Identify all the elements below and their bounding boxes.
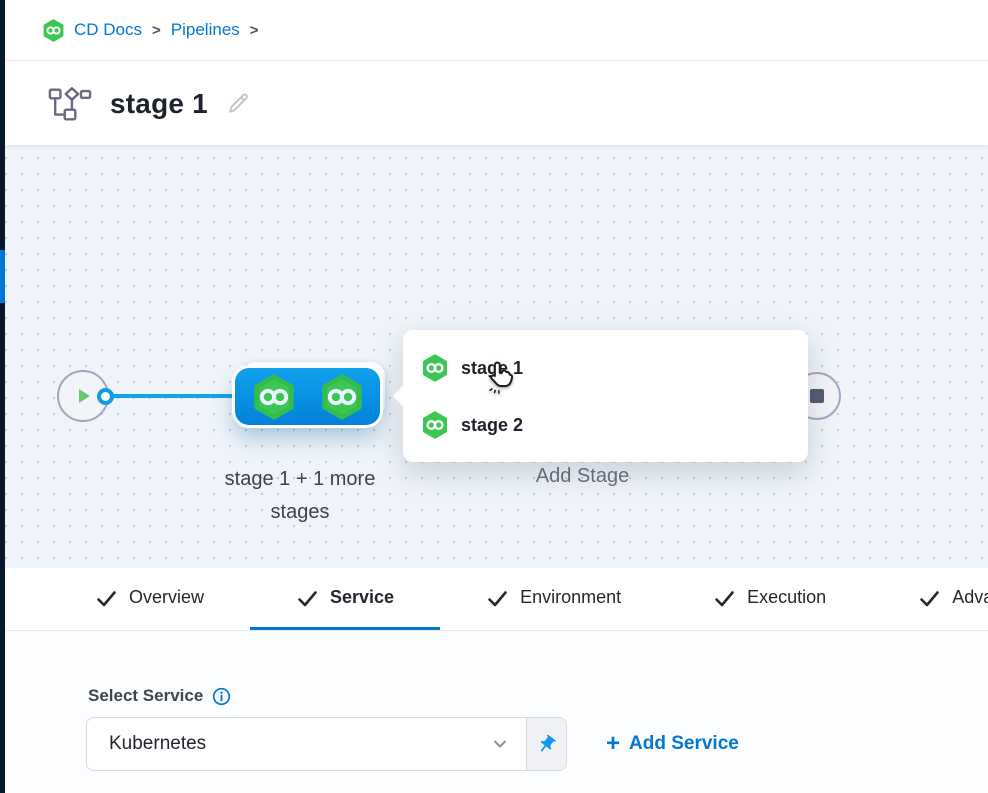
select-service-label: Select Service xyxy=(88,686,204,705)
tab-label: Environment xyxy=(520,587,622,607)
tab-execution[interactable]: Execution xyxy=(667,568,872,630)
add-service-button[interactable]: + Add Service xyxy=(606,717,739,771)
tab-label: Execution xyxy=(747,587,827,607)
check-icon xyxy=(298,590,317,606)
breadcrumb-link-project[interactable]: CD Docs xyxy=(74,20,143,39)
pipeline-title-row: stage 1 xyxy=(5,62,988,145)
pipeline-stages-icon xyxy=(48,86,92,120)
add-stage-button[interactable]: Add Stage xyxy=(535,465,630,487)
stage-tabbar: Overview Service Environment Execution A… xyxy=(5,568,988,631)
add-service-label: Add Service xyxy=(629,733,739,754)
tab-advanced[interactable]: Advanced xyxy=(872,568,988,630)
service-select-dropdown[interactable]: Kubernetes xyxy=(86,717,527,771)
nav-rail-active-indicator xyxy=(0,250,5,303)
tab-label: Advanced xyxy=(952,587,988,607)
page-title: stage 1 xyxy=(110,87,208,119)
select-service-label-row: Select Service xyxy=(88,686,231,706)
popup-item-stage-1[interactable]: stage 1 xyxy=(403,346,808,390)
edge-connector-point[interactable] xyxy=(97,388,114,405)
info-icon[interactable] xyxy=(212,687,231,706)
tab-service[interactable]: Service xyxy=(250,568,441,630)
cd-stage-icon xyxy=(422,411,448,439)
left-nav-rail[interactable] xyxy=(0,0,5,793)
edit-title-icon[interactable] xyxy=(226,91,251,116)
stage-group-label: stage 1 + 1 more stages xyxy=(224,468,376,523)
pipeline-edge xyxy=(109,394,237,398)
service-tab-panel: Select Service Kubernetes + Add Service xyxy=(5,631,988,793)
header: CD Docs > Pipelines > stage 1 xyxy=(5,0,988,145)
breadcrumb-link-pipelines[interactable]: Pipelines xyxy=(170,20,240,39)
breadcrumb-separator: > xyxy=(152,21,161,39)
chevron-down-icon xyxy=(494,740,506,748)
play-icon xyxy=(79,389,90,403)
pin-service-button[interactable] xyxy=(527,717,567,771)
popup-item-label: stage 2 xyxy=(461,414,524,435)
breadcrumb-separator: > xyxy=(249,21,259,39)
check-icon xyxy=(715,590,734,606)
check-icon xyxy=(97,590,116,606)
popup-item-label: stage 1 xyxy=(461,357,524,378)
pipeline-canvas[interactable]: stage 1 + 1 more stages Add Stage stage … xyxy=(5,145,988,568)
harness-cd-logo-icon xyxy=(43,18,64,42)
service-select-value: Kubernetes xyxy=(109,733,207,754)
stop-icon xyxy=(810,389,824,403)
check-icon xyxy=(920,590,940,606)
pin-icon xyxy=(540,734,556,751)
cd-stage-icon xyxy=(422,354,448,382)
breadcrumb: CD Docs > Pipelines > xyxy=(5,0,988,61)
tab-environment[interactable]: Environment xyxy=(440,568,667,630)
tab-label: Service xyxy=(330,587,395,607)
stage-group-node[interactable] xyxy=(235,368,380,425)
stage-list-popup: stage 1 stage 2 xyxy=(392,330,808,462)
cd-stage-icon xyxy=(253,373,294,420)
plus-icon: + xyxy=(606,730,621,757)
cd-stage-icon xyxy=(321,373,362,420)
tab-label: Overview xyxy=(129,587,205,607)
popup-item-stage-2[interactable]: stage 2 xyxy=(403,403,808,447)
tab-overview[interactable]: Overview xyxy=(49,568,250,630)
check-icon xyxy=(488,590,507,606)
service-select-group: Kubernetes xyxy=(86,717,567,771)
